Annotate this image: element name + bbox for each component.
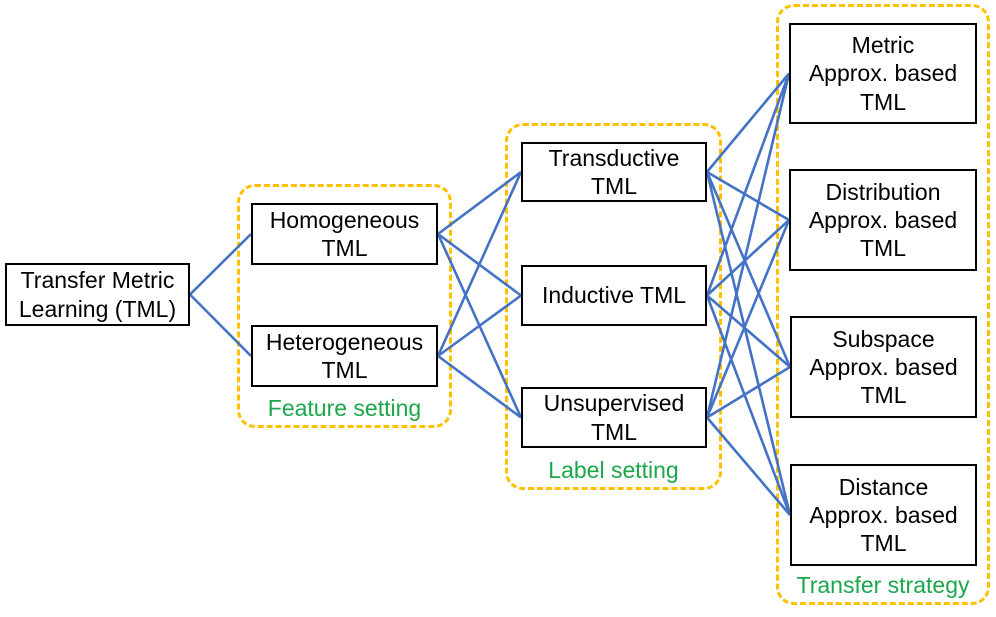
node-distance-approx-based-tml: Distance Approx. based TML [790,464,977,566]
node-distribution-approx-based-tml: Distribution Approx. based TML [789,169,977,271]
node-unsupervised-tml: Unsupervised TML [521,387,707,448]
node-metric-approx-based-tml: Metric Approx. based TML [789,23,977,124]
node-transductive-tml: Transductive TML [521,142,707,202]
node-subspace-approx-based-tml: Subspace Approx. based TML [790,316,977,418]
node-heterogeneous-tml: Heterogeneous TML [251,325,438,387]
node-inductive-tml: Inductive TML [521,265,707,326]
group-label-label-setting: Label setting [548,457,679,483]
group-label-transfer-strategy: Transfer strategy [796,572,970,598]
group-label-feature-setting: Feature setting [267,395,422,421]
node-homogeneous-tml: Homogeneous TML [251,203,438,265]
node-transfer-metric-learning-tml: Transfer Metric Learning (TML) [5,263,190,326]
